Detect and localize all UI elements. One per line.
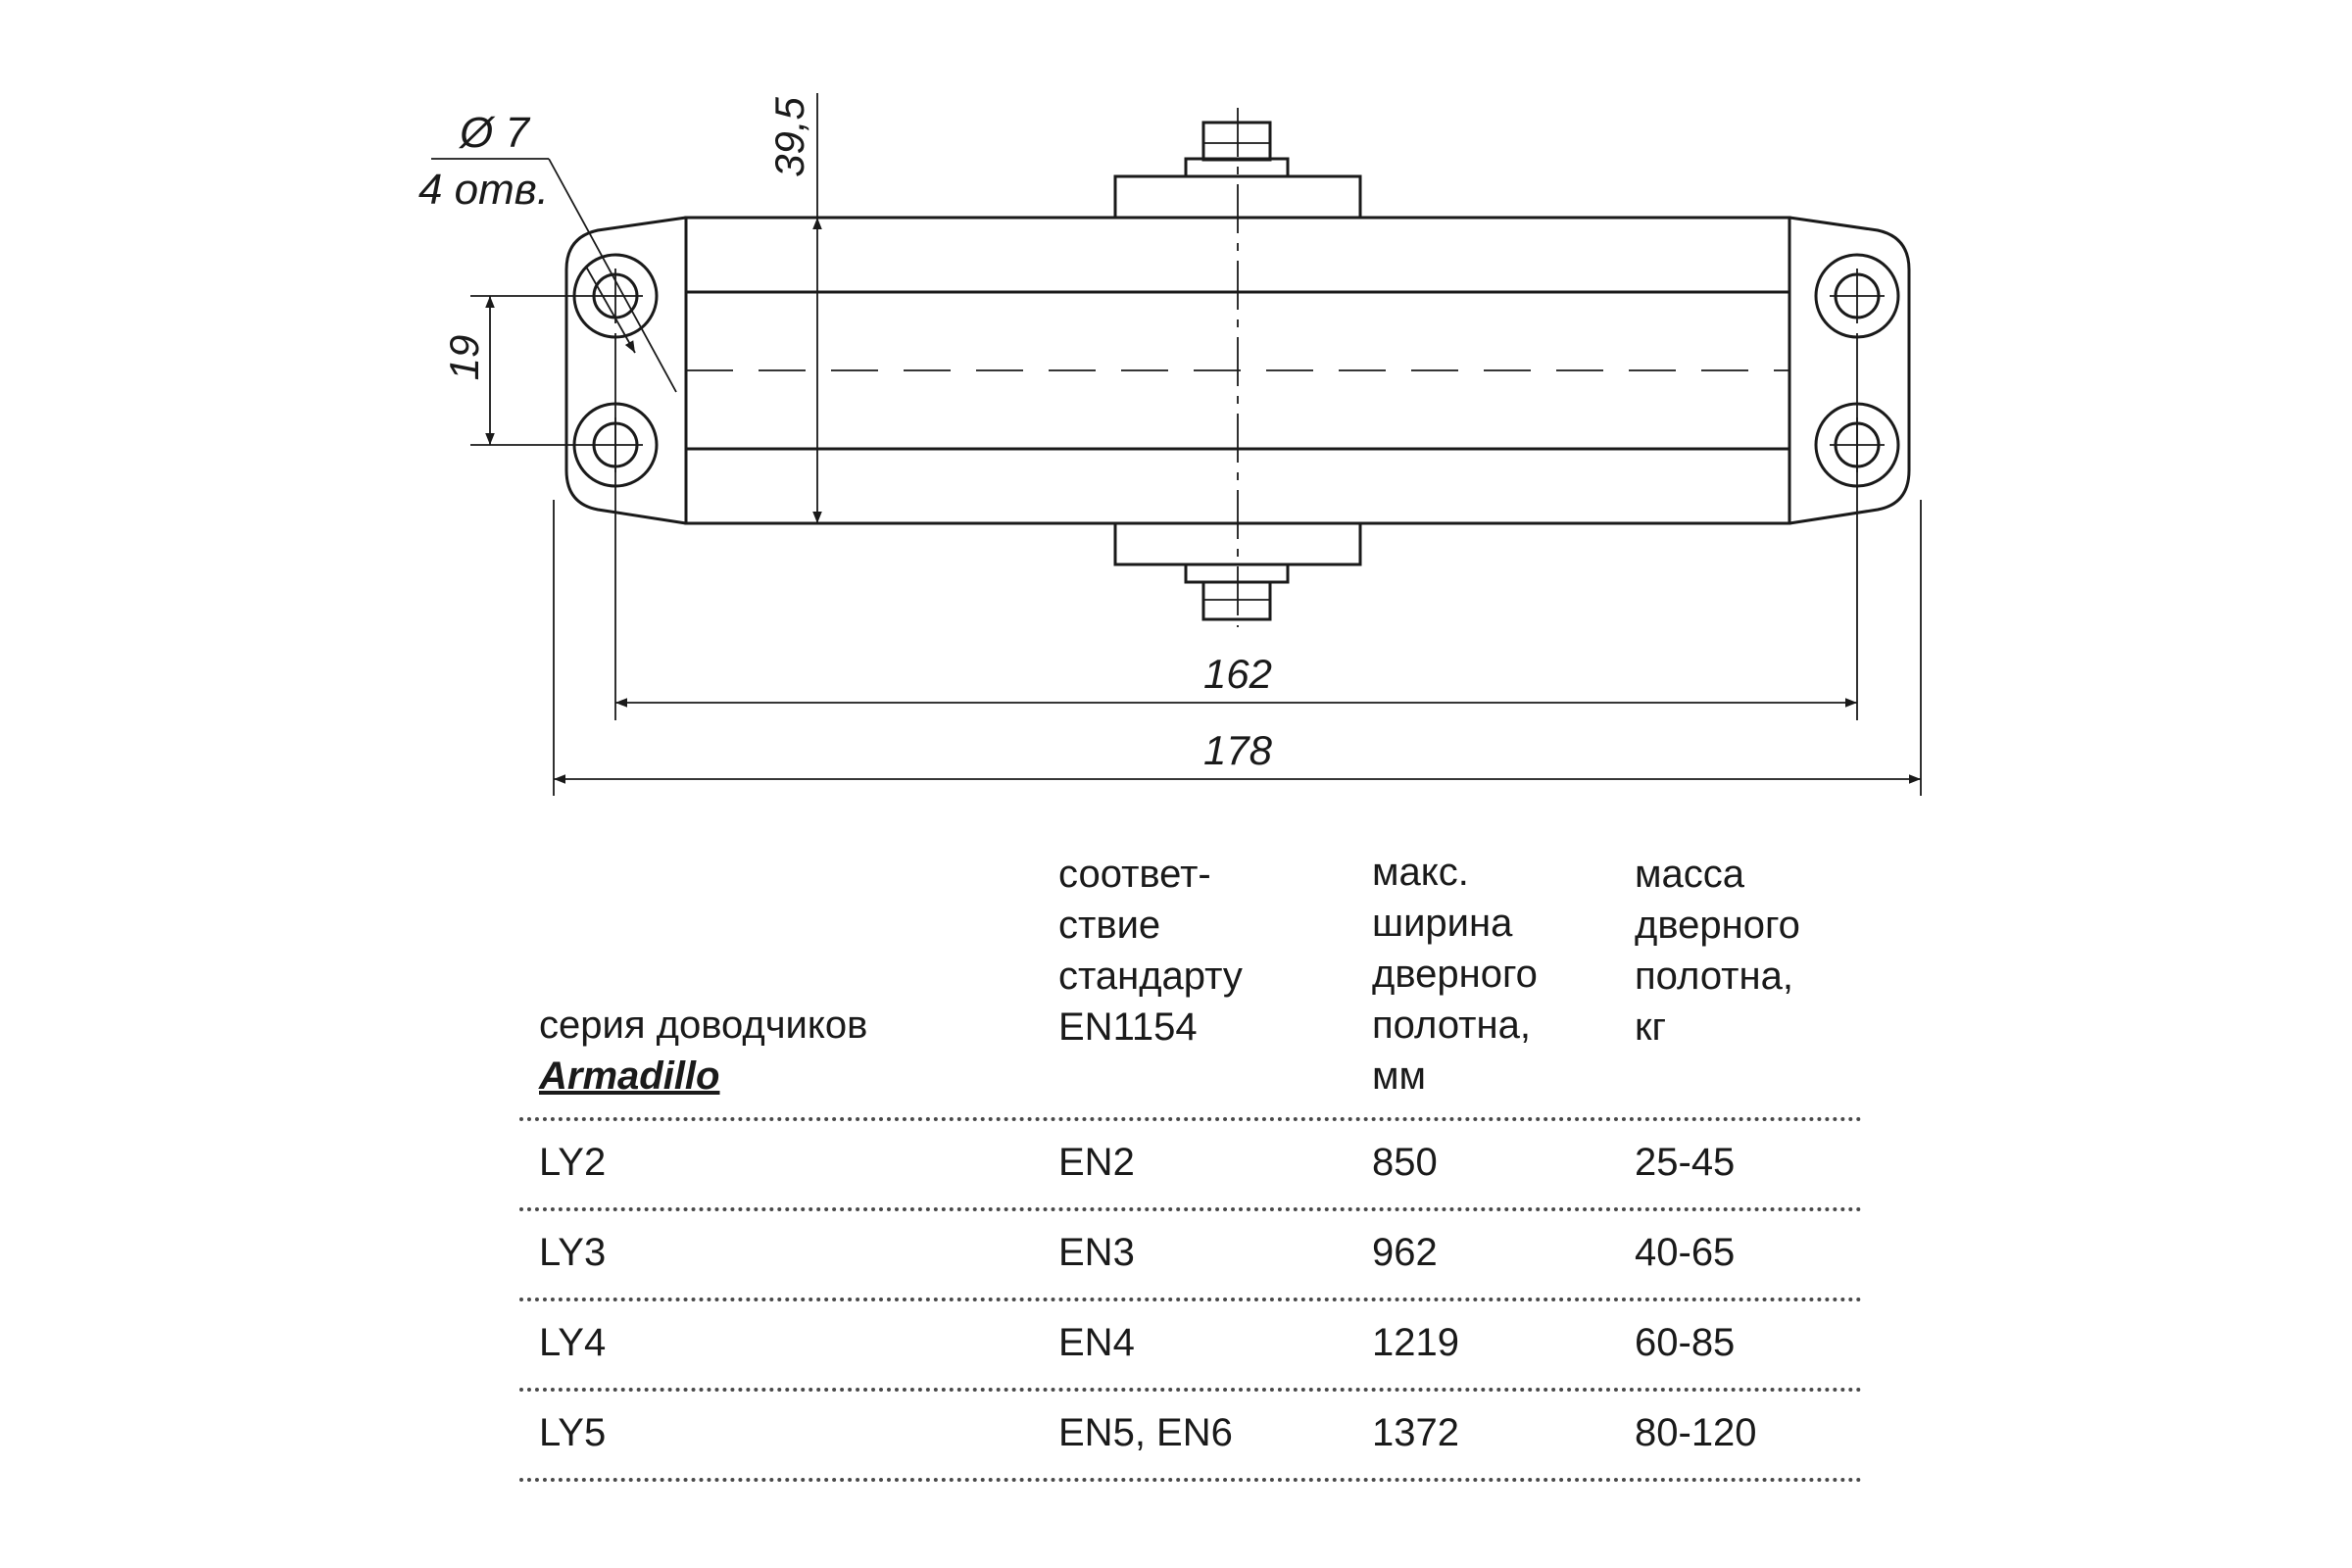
height-dimension-label: 39,5 (766, 96, 812, 176)
header-standard-line: EN1154 (1058, 1005, 1198, 1049)
header-standard-line: ствие (1058, 904, 1161, 947)
header-mass-line: масса (1635, 853, 1744, 896)
cell-standard: EN3 (1058, 1231, 1135, 1274)
header-series-brand: Armadillo (539, 1054, 720, 1098)
table-divider (519, 1298, 1862, 1301)
cell-series: LY5 (539, 1411, 607, 1454)
header-series: серия доводчиков Armadillo (539, 1000, 867, 1102)
hole-spacing-label: 19 (441, 335, 487, 381)
hole-diameter-label: Ø 7 (458, 109, 530, 157)
hole-spacing-dimension: 19 (441, 295, 588, 446)
hole-callout: Ø 7 4 отв. (418, 109, 677, 393)
cell-width: 962 (1372, 1231, 1438, 1274)
header-width: макс. ширина дверного полотна, мм (1372, 847, 1538, 1102)
cell-width: 850 (1372, 1141, 1438, 1184)
cell-mass: 60-85 (1635, 1321, 1736, 1364)
header-mass-line: полотна, (1635, 955, 1793, 998)
cell-standard: EN2 (1058, 1141, 1135, 1184)
table-divider (519, 1207, 1862, 1211)
header-mass: масса дверного полотна, кг (1635, 849, 1800, 1053)
table-row: LY2 EN2 850 25-45 (510, 1121, 1862, 1207)
header-width-line: ширина (1372, 902, 1513, 945)
header-standard-line: соответ- (1058, 853, 1211, 896)
top-nut-base (1184, 157, 1290, 178)
table-divider (519, 1478, 1862, 1482)
mounting-hole-top-right (1814, 253, 1900, 339)
bottom-nut (1201, 580, 1272, 621)
cell-series: LY2 (539, 1141, 607, 1184)
outer-length-dimension: 178 (554, 727, 1921, 784)
cell-series: LY3 (539, 1231, 607, 1274)
cell-mass: 25-45 (1635, 1141, 1736, 1184)
table-row: LY4 EN4 1219 60-85 (510, 1301, 1862, 1388)
table-row: LY5 EN5, EN6 1372 80-120 (510, 1392, 1862, 1478)
header-series-text: серия доводчиков (539, 1004, 868, 1047)
cell-series: LY4 (539, 1321, 607, 1364)
table-header: серия доводчиков Armadillo соответ- стви… (510, 851, 1862, 1117)
header-width-line: макс. (1372, 851, 1469, 894)
header-width-line: мм (1372, 1054, 1426, 1098)
cell-width: 1372 (1372, 1411, 1459, 1454)
cell-mass: 40-65 (1635, 1231, 1736, 1274)
header-standard: соответ- ствие стандарту EN1154 (1058, 849, 1243, 1053)
spec-table: серия доводчиков Armadillo соответ- стви… (510, 851, 1862, 1482)
table-divider (519, 1388, 1862, 1392)
bottom-nut-base (1184, 563, 1290, 584)
cell-standard: EN5, EN6 (1058, 1411, 1233, 1454)
door-closer-drawing: Ø 7 4 отв. 39,5 19 162 178 (418, 93, 1922, 796)
header-mass-line: кг (1635, 1005, 1667, 1049)
header-width-line: полотна, (1372, 1004, 1531, 1047)
cell-mass: 80-120 (1635, 1411, 1757, 1454)
header-mass-line: дверного (1635, 904, 1800, 947)
hole-count-label: 4 отв. (418, 166, 549, 214)
height-dimension: 39,5 (766, 93, 822, 523)
header-standard-line: стандарту (1058, 955, 1243, 998)
top-nut (1201, 121, 1272, 162)
cell-standard: EN4 (1058, 1321, 1135, 1364)
inner-length-label: 162 (1203, 651, 1272, 697)
outer-length-label: 178 (1203, 727, 1273, 773)
inner-length-dimension: 162 (615, 651, 1857, 708)
table-divider (519, 1117, 1862, 1121)
left-end-cap (564, 216, 687, 525)
table-row: LY3 EN3 962 40-65 (510, 1211, 1862, 1298)
cell-width: 1219 (1372, 1321, 1459, 1364)
header-width-line: дверного (1372, 953, 1538, 996)
right-end-cap (1788, 216, 1911, 525)
